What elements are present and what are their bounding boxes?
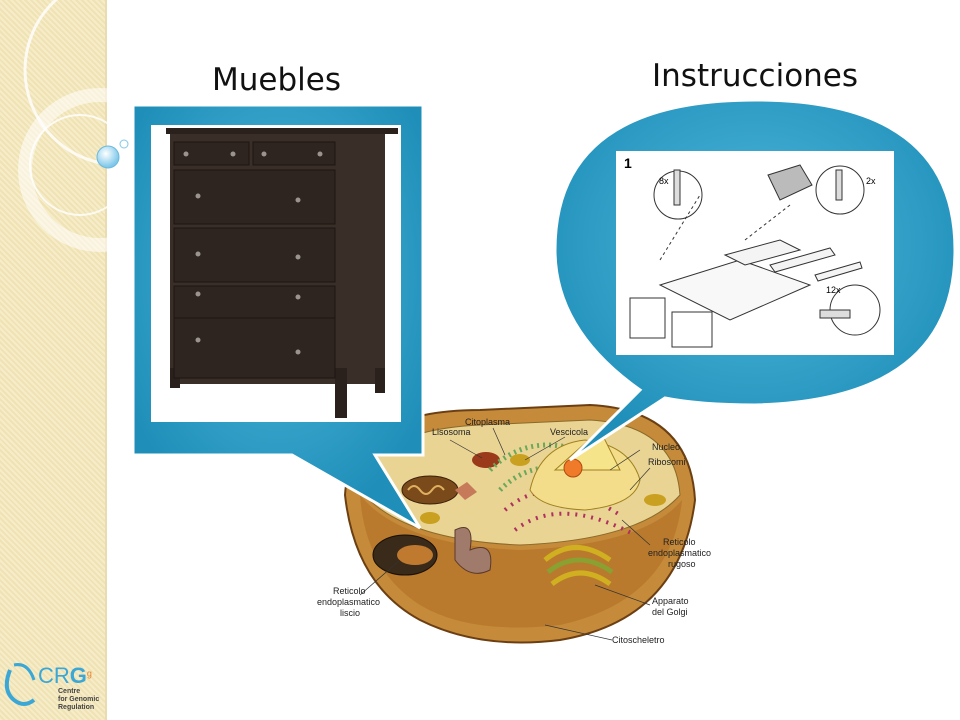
label-ribosomi: Ribosomi [648,457,686,467]
label-lisosoma: Lisosoma [432,427,471,437]
label-rugoso-1: Reticolo [663,537,696,547]
label-golgi-2: del Golgi [652,607,688,617]
label-vescicola: Vescicola [550,427,588,437]
logo-cr: CR [38,663,70,688]
crg-logo [4,663,36,706]
logo-g: G [69,663,87,688]
svg-text:12x: 12x [826,285,841,295]
label-citoplasma: Citoplasma [465,417,510,427]
instructions-callout: 1 8x 2x 12x [553,98,957,462]
svg-text:8x: 8x [659,176,669,186]
label-citoscheletro: Citoscheletro [612,635,665,645]
logo-superscript: g [86,668,92,679]
title-muebles: Muebles [212,62,341,98]
step-number: 1 [624,155,632,171]
dresser-image [166,128,398,418]
logo-swoosh-icon [4,669,36,706]
label-golgi-1: Apparato [652,596,689,606]
logo-subtext: Centre for Genomic Regulation [58,688,100,711]
title-instrucciones: Instrucciones [652,58,859,94]
assembly-drawing: 1 8x 2x 12x [624,155,881,348]
label-nucleo: Nucleo [652,442,680,452]
svg-text:2x: 2x [866,176,876,186]
logo-text: CRGg [38,663,92,689]
label-rugoso-3: rugoso [668,559,696,569]
furniture-callout [131,103,425,530]
label-rugoso-2: endoplasmatico [648,548,711,558]
label-liscio-3: liscio [340,608,360,618]
label-liscio-1: Reticolo [333,586,366,596]
cell-diagram: Citoplasma Lisosoma Vescicola Nucleo Rib… [317,403,711,645]
label-liscio-2: endoplasmatico [317,597,380,607]
blue-orb-icon [96,145,120,169]
